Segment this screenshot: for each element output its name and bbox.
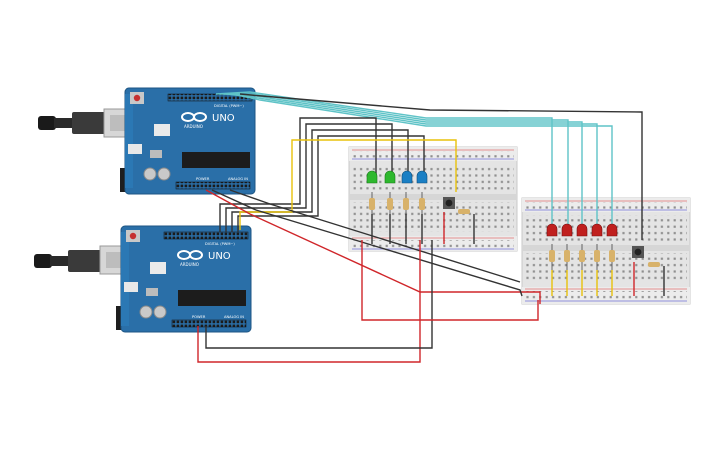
analog-label: ANALOG IN: [228, 177, 248, 181]
board-brand: ARDUINO: [184, 124, 203, 129]
led-red-1: [546, 223, 558, 237]
led-blue-2: [416, 170, 428, 184]
board-logo: UNO: [208, 251, 231, 262]
digital-label: DIGITAL (PWM~): [205, 242, 235, 246]
breadboard-1[interactable]: [348, 146, 518, 252]
digital-label: DIGITAL (PWM~): [214, 104, 244, 108]
led-red-4: [591, 223, 603, 237]
arduino-uno-bottom[interactable]: UNO ARDUINO DIGITAL (PWM~) POWER ANALOG …: [34, 225, 252, 333]
led-green-1: [366, 170, 378, 184]
breadboard-1-components: [366, 170, 475, 244]
board-logo: UNO: [212, 113, 235, 124]
breadboard-2-components: [546, 223, 665, 296]
analog-label: ANALOG IN: [224, 315, 244, 319]
led-red-5: [606, 223, 618, 237]
led-red-3: [576, 223, 588, 237]
arduino-uno-top[interactable]: UNO ARDUINO DIGITAL (PWM~) POWER ANALOG …: [38, 87, 256, 195]
power-label: POWER: [196, 177, 210, 181]
wires: [197, 91, 643, 363]
breadboard-2[interactable]: [521, 197, 691, 305]
led-red-2: [561, 223, 573, 237]
led-green-2: [384, 170, 396, 184]
board-brand: ARDUINO: [180, 262, 199, 267]
power-label: POWER: [192, 315, 206, 319]
led-blue-1: [401, 170, 413, 184]
